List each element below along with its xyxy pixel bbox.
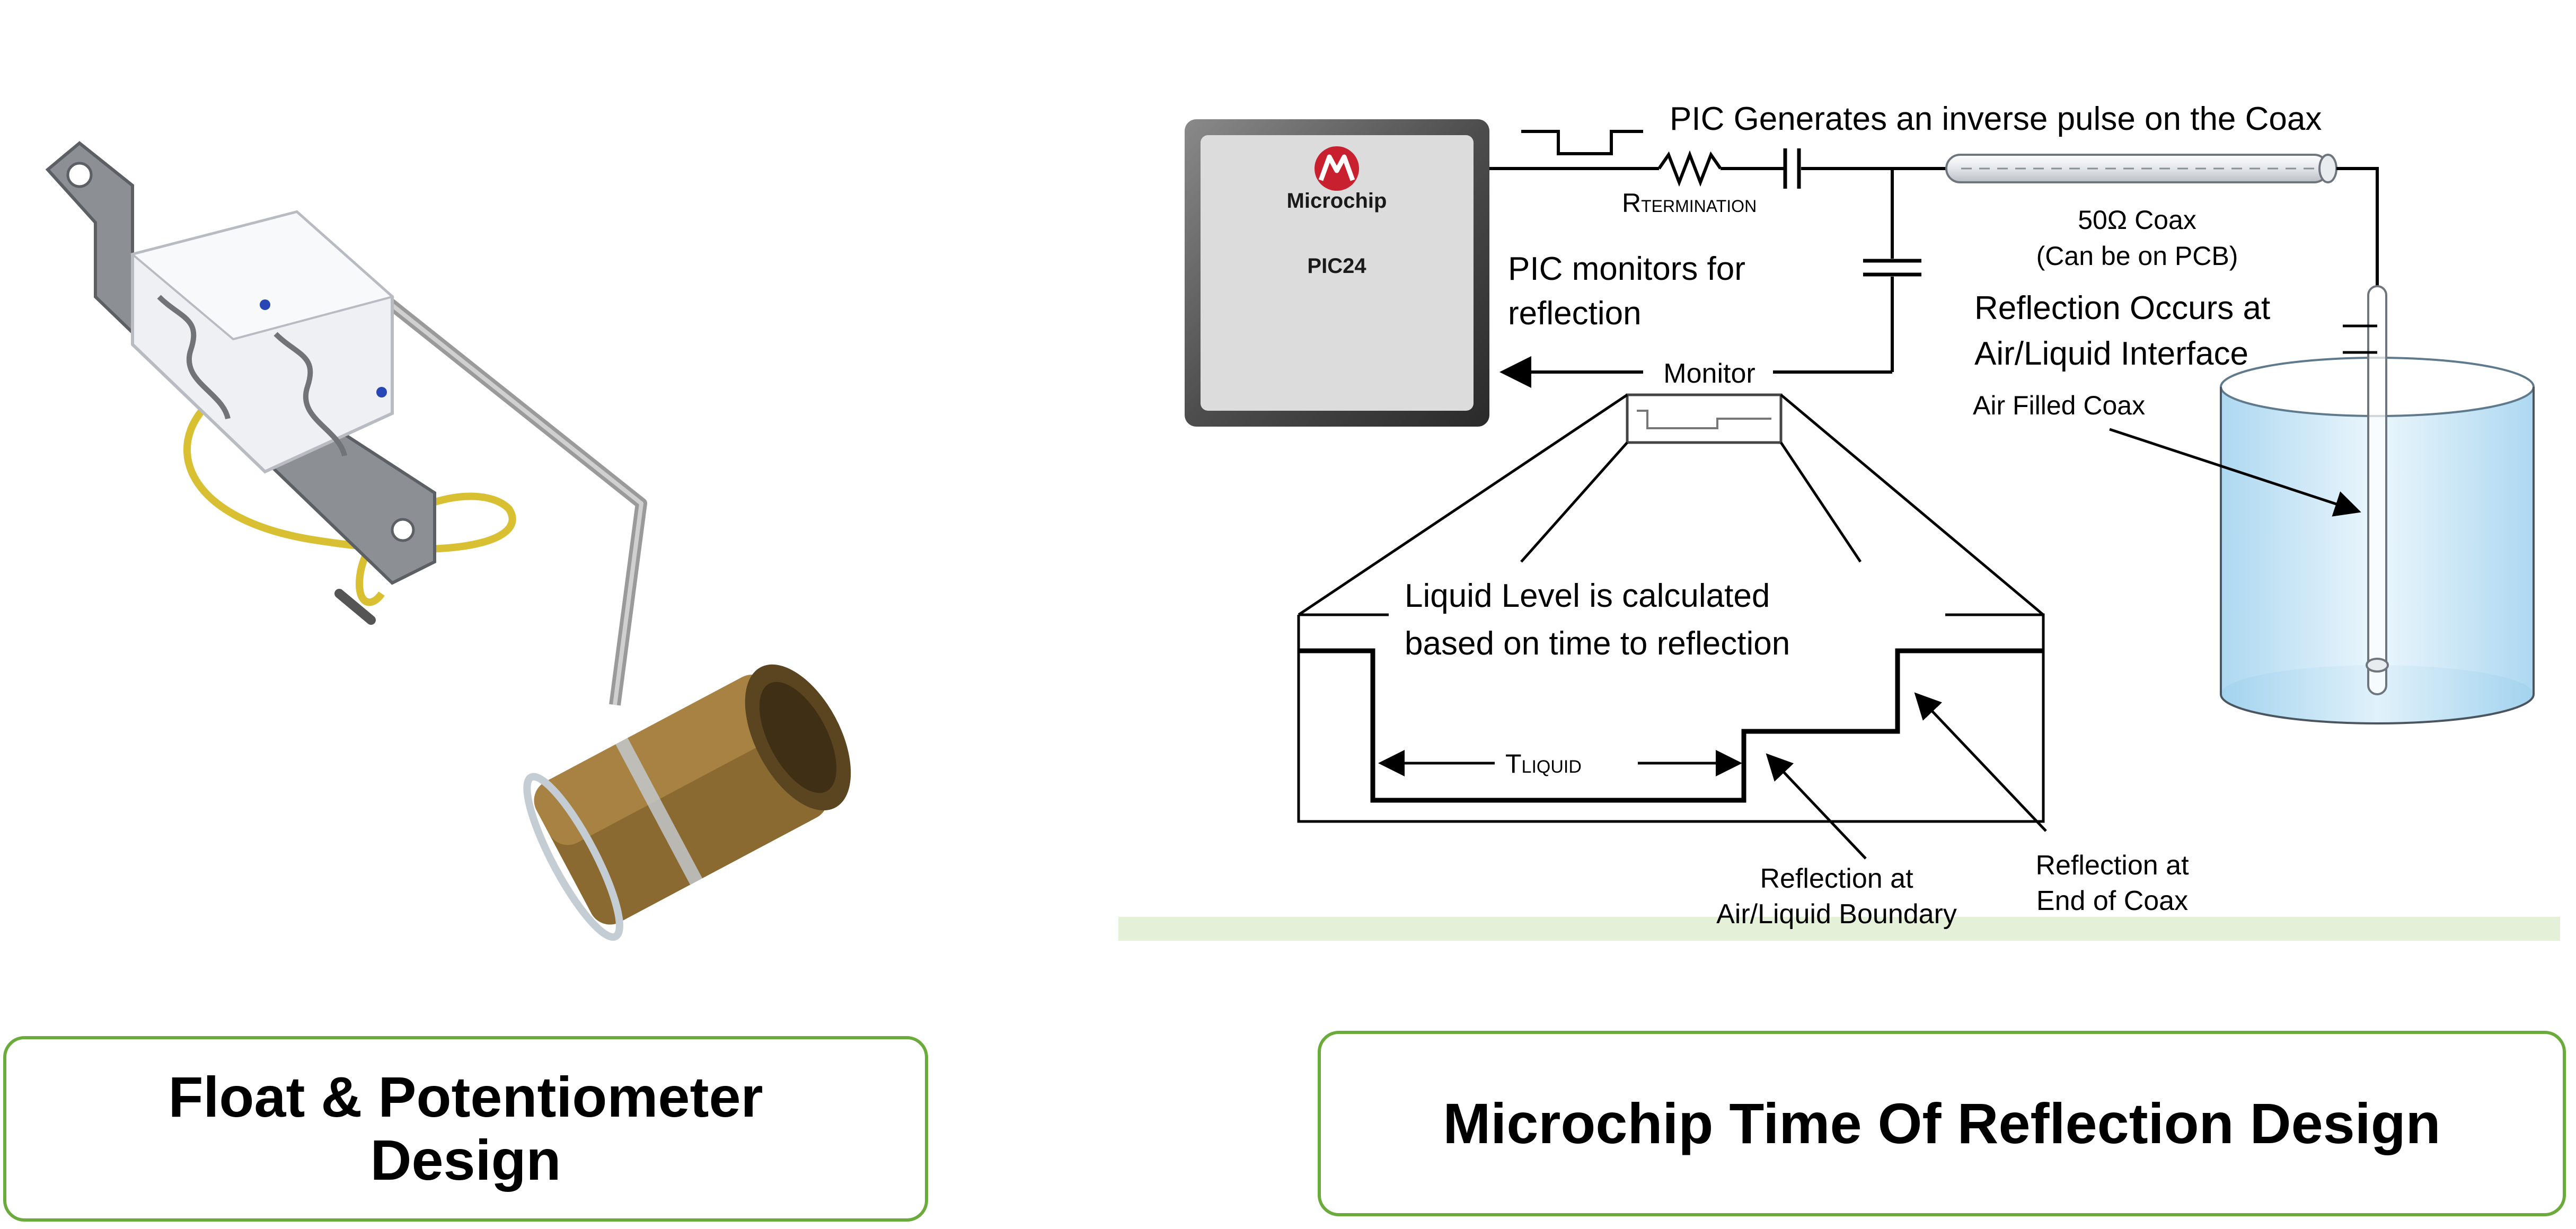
monitors-label-1: PIC monitors for bbox=[1508, 251, 1745, 287]
r-termination-label: RTERMINATION bbox=[1622, 188, 1757, 218]
termination-resistor-icon bbox=[1657, 150, 1722, 187]
coax-label-2: (Can be on PCB) bbox=[2036, 241, 2238, 271]
t-liquid-label: TLIQUID bbox=[1505, 749, 1582, 779]
end-coax-label-1: Reflection at bbox=[2035, 850, 2189, 881]
horizontal-coax bbox=[1945, 154, 2337, 183]
end-coax-label-2: End of Coax bbox=[2036, 886, 2188, 916]
float-caption-box: Float & Potentiometer Design bbox=[3, 1036, 928, 1222]
series-capacitor-icon bbox=[1783, 148, 1801, 189]
footer-band bbox=[1118, 917, 2560, 941]
coax-label-1: 50Ω Coax bbox=[2078, 205, 2196, 235]
float-sensor-photo bbox=[45, 141, 851, 941]
boundary-label-2: Air/Liquid Boundary bbox=[1716, 899, 1957, 930]
monitors-label-2: reflection bbox=[1508, 295, 1642, 332]
tor-caption: Microchip Time Of Reflection Design bbox=[1443, 1091, 2441, 1155]
reflection-occurs-label-1: Reflection Occurs at bbox=[1974, 290, 2270, 326]
chip-brand: Microchip bbox=[1287, 189, 1387, 213]
time-of-reflection-diagram: Microchip PIC24 bbox=[1118, 101, 2560, 941]
liquid-level-label-1: Liquid Level is calculated bbox=[1405, 578, 1770, 614]
liquid-level-label-2: based on time to reflection bbox=[1405, 625, 1790, 662]
inverse-pulse-icon bbox=[1521, 130, 1643, 155]
air-filled-coax-label: Air Filled Coax bbox=[1973, 391, 2145, 420]
monitor-label: Monitor bbox=[1663, 358, 1755, 389]
vertical-coax bbox=[2366, 285, 2389, 695]
pulse-label: PIC Generates an inverse pulse on the Co… bbox=[1670, 101, 2322, 137]
pic24-chip: Microchip PIC24 bbox=[1185, 119, 1489, 427]
tor-caption-box: Microchip Time Of Reflection Design bbox=[1318, 1031, 2566, 1216]
float-caption: Float & Potentiometer Design bbox=[168, 1065, 763, 1192]
reflection-occurs-label-2: Air/Liquid Interface bbox=[1974, 335, 2248, 372]
boundary-label-1: Reflection at bbox=[1760, 863, 1913, 894]
waveform-box bbox=[1297, 613, 2045, 823]
shunt-capacitor-icon bbox=[1863, 259, 1921, 277]
monitor-scope-icon bbox=[1626, 393, 1783, 444]
reflection-waveform bbox=[1299, 648, 2043, 803]
chip-model: PIC24 bbox=[1307, 254, 1366, 278]
microchip-logo-icon bbox=[1315, 146, 1359, 191]
